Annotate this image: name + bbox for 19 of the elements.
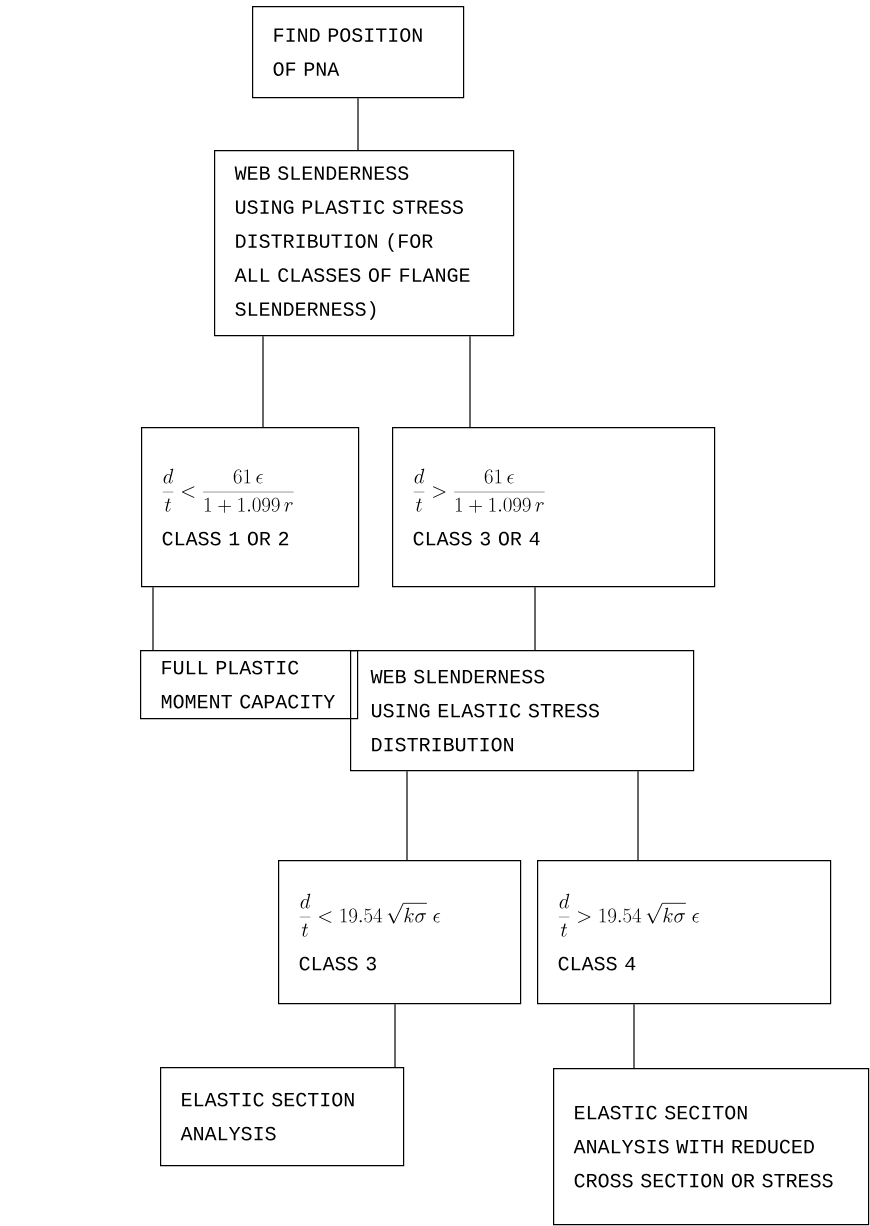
process-box: FIND POSITION OF PNA [252, 6, 465, 99]
process-box: $\frac{d}{t} > 19.54\,\sqrt{k\sigma}\;\epsilon$ CLASS 4 [537, 860, 832, 1005]
connector-line [406, 770, 408, 861]
connector-line [357, 97, 359, 151]
process-box: $\frac{d}{t} > \frac{61\,\epsilon}{1 + 1.099\,r}$ CLASS 3 OR 4 [392, 427, 716, 588]
process-box: ELASTIC SECTION ANALYSIS [160, 1067, 405, 1167]
process-box: FULL PLASTIC MOMENT CAPACITY [140, 650, 359, 720]
connector-line [637, 770, 639, 861]
connector-line [534, 586, 536, 651]
connector-line [394, 1003, 396, 1068]
process-box: $\frac{d}{t} < 19.54\,\sqrt{k\sigma}\;\epsilon$ CLASS 3 [278, 860, 522, 1005]
connector-line [152, 586, 154, 651]
process-box: $\frac{d}{t} < \frac{61\,\epsilon}{1 + 1.099\,r}$ CLASS 1 OR 2 [141, 427, 360, 588]
process-box: WEB SLENDERNESS USING PLASTIC STRESS DISTRIBUTION (FOR ALL CLASSES OF FLANGE SLENDERNESS) [214, 150, 515, 337]
connector-line [262, 335, 264, 428]
process-box: WEB SLENDERNESS USING ELASTIC STRESS DISTRIBUTION [350, 650, 695, 772]
process-box: ELASTIC SECITON ANALYSIS WITH REDUCED CROSS SECTION OR STRESS [553, 1068, 870, 1226]
connector-line [633, 1003, 635, 1069]
connector-line [469, 335, 471, 428]
